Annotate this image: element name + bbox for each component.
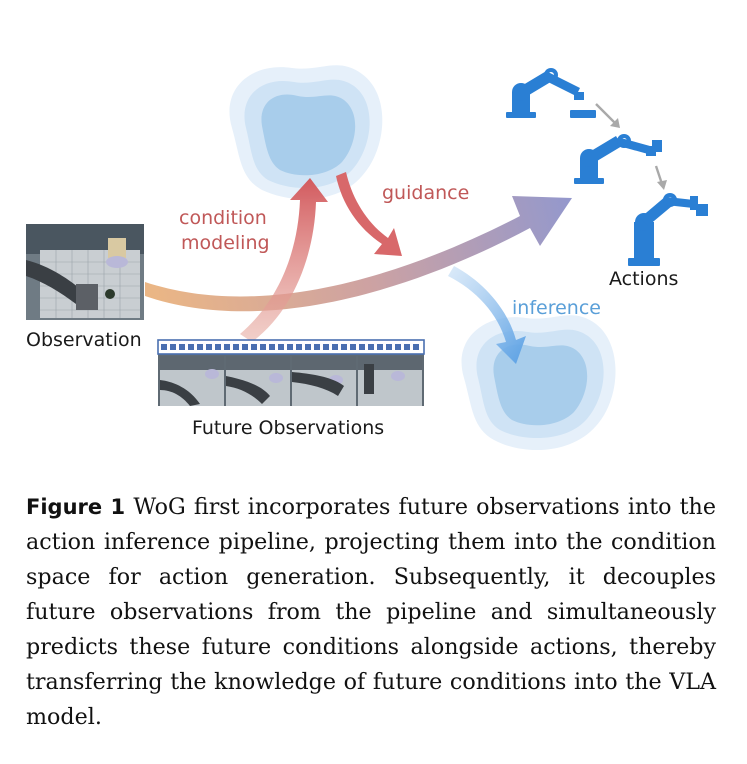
observation-image	[26, 224, 144, 320]
condition-modeling-label-line2: modeling	[181, 232, 270, 254]
figure-caption: Figure 1 WoG first incorporates future o…	[26, 490, 716, 735]
caption-text: WoG first incorporates future observatio…	[26, 494, 716, 730]
robot-progress-arrow-2	[654, 165, 664, 185]
observation-label: Observation	[26, 329, 142, 351]
robot-arm-icon-2	[574, 134, 662, 184]
robot-progress-arrow-1	[595, 103, 617, 125]
guidance-arrow	[336, 172, 402, 256]
future-observations-label: Future Observations	[192, 417, 385, 439]
actions-label: Actions	[609, 268, 679, 290]
condition-modeling-label-line1: condition	[179, 207, 267, 229]
future-observations-filmstrip	[157, 339, 425, 406]
latent-cloud-bottom	[461, 315, 616, 451]
condition-modeling-arrow	[240, 178, 328, 342]
inference-arrow	[448, 266, 526, 364]
robot-arm-icon-3	[628, 193, 708, 266]
robot-arm-icon-1	[506, 68, 596, 118]
latent-cloud-top	[229, 65, 383, 200]
figure-diagram: Observation Future Observations Actions …	[26, 65, 708, 451]
guidance-label: guidance	[382, 182, 470, 204]
main-pipeline-arrow	[145, 196, 572, 312]
caption-figure-label: Figure 1	[26, 495, 126, 519]
inference-label: inference	[512, 297, 601, 319]
